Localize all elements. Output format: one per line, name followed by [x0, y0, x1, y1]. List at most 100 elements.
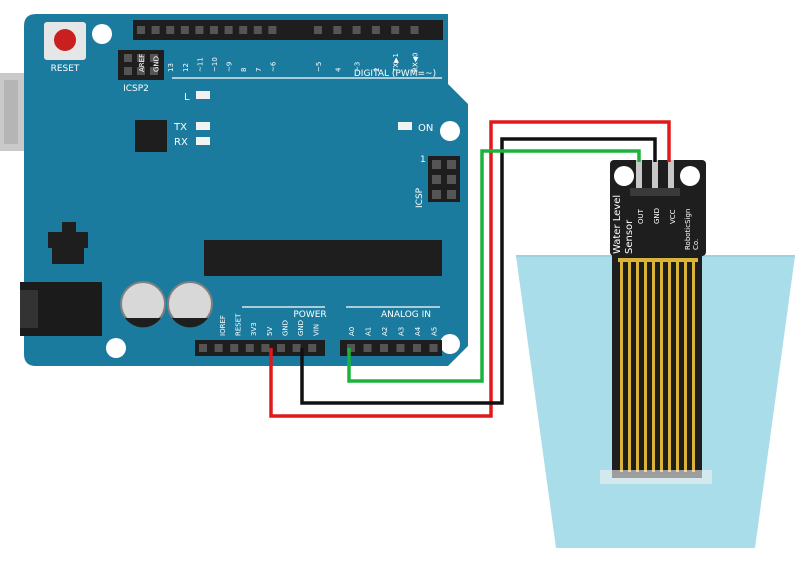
digital-pin-label: 8: [240, 68, 248, 72]
digital-pin-label: ~9: [226, 62, 234, 72]
power-pin-label: IOREF: [219, 315, 227, 336]
digital-header: [133, 20, 443, 40]
dc-jack-inner: [20, 290, 38, 328]
icsp-label: ICSP: [415, 187, 425, 208]
header-pin-hole: [268, 26, 277, 34]
mounting-hole: [106, 338, 126, 358]
header-pin-hole: [166, 26, 175, 34]
probe-trace-bus: [618, 258, 698, 262]
probe-trace: [652, 262, 655, 472]
header-pin-hole: [199, 344, 207, 352]
power-label: POWER: [293, 310, 326, 320]
analog-header-holes: [347, 344, 438, 352]
wire-5v-to-vcc: [269, 120, 671, 418]
digital-pin-label: ~11: [196, 57, 204, 72]
capacitor: [120, 281, 166, 328]
header-pin-hole: [352, 26, 361, 34]
sensor-pin-gnd: [652, 160, 658, 190]
wire-gnd-to-gnd: [300, 137, 657, 405]
analog-label: ANALOG IN: [381, 310, 431, 320]
header-pin-hole: [333, 26, 342, 34]
probe-trace: [676, 262, 679, 472]
header-pin-hole: [429, 344, 438, 352]
power-header-holes: [199, 344, 317, 352]
power-header: [195, 340, 325, 356]
mounting-hole: [92, 24, 112, 44]
power-pin-label: VIN: [313, 324, 321, 336]
l-led-label: L: [184, 92, 190, 103]
probe-trace: [644, 262, 647, 472]
mounting-hole: [440, 121, 460, 141]
header-pin-hole: [308, 344, 317, 352]
analog-pin-label: A1: [365, 327, 373, 336]
voltage-regulator: [48, 222, 88, 264]
on-led: [398, 122, 412, 130]
sensor-pin-base: [630, 188, 680, 196]
header-pin-hole: [277, 344, 285, 352]
usb-connector-shade: [4, 80, 18, 144]
digital-pin-label: GND: [153, 56, 161, 72]
header-pin-hole: [151, 26, 160, 34]
header-pin-hole: [413, 344, 421, 352]
header-pin-hole: [347, 344, 355, 352]
probe-trace: [636, 262, 639, 472]
digital-pin-label: 7: [255, 68, 263, 72]
probe-trace: [684, 262, 687, 472]
digital-label: DIGITAL (PWM=~): [354, 69, 436, 79]
header-pin-hole: [314, 26, 322, 34]
sensor-brand-line2: Co.: [692, 239, 700, 250]
digital-pin-label: ~10: [211, 57, 219, 72]
sensor-pin-label-vcc: VCC: [669, 209, 677, 224]
probe-trace: [692, 262, 695, 472]
power-pin-label: 5V: [266, 327, 274, 336]
rx-led: [196, 137, 210, 145]
icsp2-label: ICSP2: [123, 84, 149, 94]
digital-pin-label: ~5: [315, 62, 323, 72]
icsp-pin1-label: 1: [420, 155, 426, 165]
digital-pin-label: ~3: [354, 62, 362, 72]
l-led: [196, 91, 210, 99]
digital-pin-label: 12: [182, 63, 190, 72]
sensor-head: [610, 160, 706, 256]
sensor-pin-label-out: OUT: [637, 208, 645, 224]
digital-pin-label: 2: [373, 68, 381, 72]
digital-pin-label: RX◀0: [412, 53, 420, 73]
digital-pin-label: 13: [167, 63, 175, 72]
reset-label: RESET: [51, 64, 80, 74]
tx-led-label: TX: [173, 122, 187, 133]
header-pin-hole: [371, 26, 380, 34]
icsp-header: [428, 156, 460, 202]
mounting-hole: [614, 166, 634, 186]
header-pin-hole: [137, 26, 145, 34]
mounting-hole: [680, 166, 700, 186]
wire-a0-to-out: [347, 149, 641, 383]
header-pin-hole: [396, 344, 405, 352]
probe-trace: [620, 262, 623, 472]
power-pin-label: 3V3: [250, 322, 258, 336]
sensor-pin-label-gnd: GND: [653, 208, 661, 224]
rx-led-label: RX: [174, 137, 188, 148]
probe-trace: [628, 262, 631, 472]
usb-chip: [135, 120, 167, 152]
header-pin-hole: [253, 26, 262, 34]
header-pin-hole: [224, 26, 233, 34]
header-pin-hole: [230, 344, 239, 352]
power-pin-label: GND: [281, 320, 289, 336]
reset-button-cap[interactable]: [54, 29, 76, 51]
tx-led: [196, 122, 210, 130]
digital-pin-label: ~6: [269, 61, 277, 72]
header-pin-hole: [410, 26, 419, 34]
sensor-pin-vcc: [668, 160, 674, 190]
header-pin-hole: [195, 26, 204, 34]
on-led-label: ON: [418, 123, 433, 134]
digital-pin-label: AREF: [138, 54, 146, 72]
probe-trace: [660, 262, 663, 472]
sensor-title-line1: Water Level: [612, 195, 623, 254]
sensor-traces: [618, 258, 698, 472]
header-pin-hole: [245, 344, 254, 352]
microcontroller-chip: [204, 240, 442, 276]
capacitor: [167, 281, 213, 328]
